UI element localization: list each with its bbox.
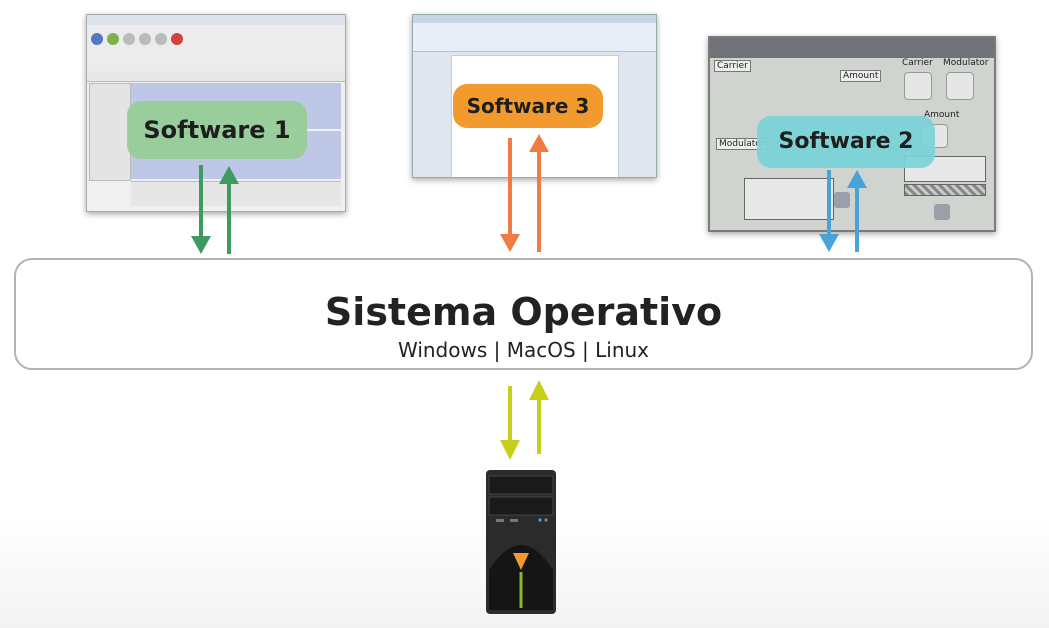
computer-tower-icon (486, 470, 556, 614)
modulator-box: Modulator (716, 138, 768, 150)
amount-title: Amount (924, 110, 960, 120)
carrier-title: Carrier (902, 58, 933, 68)
software-2-arrows (819, 170, 867, 252)
os-title: Sistema Operativo (324, 290, 723, 334)
amount-box: Amount (840, 70, 882, 82)
software-1-label: Software 1 (127, 101, 307, 159)
software-2-label: Software 2 (757, 116, 935, 168)
operating-system-box: Sistema Operativo Windows | MacOS | Linu… (14, 258, 1033, 370)
modulator-title: Modulator (943, 58, 989, 68)
software-3-arrows (500, 134, 549, 252)
software-1-arrows (191, 165, 239, 254)
carrier-dial (904, 72, 932, 100)
modulator-dial (946, 72, 974, 100)
os-subtitle: Windows | MacOS | Linux (397, 338, 649, 362)
carrier-box: Carrier (714, 60, 751, 72)
hardware-arrows (500, 380, 549, 460)
software-3-label: Software 3 (453, 84, 603, 128)
